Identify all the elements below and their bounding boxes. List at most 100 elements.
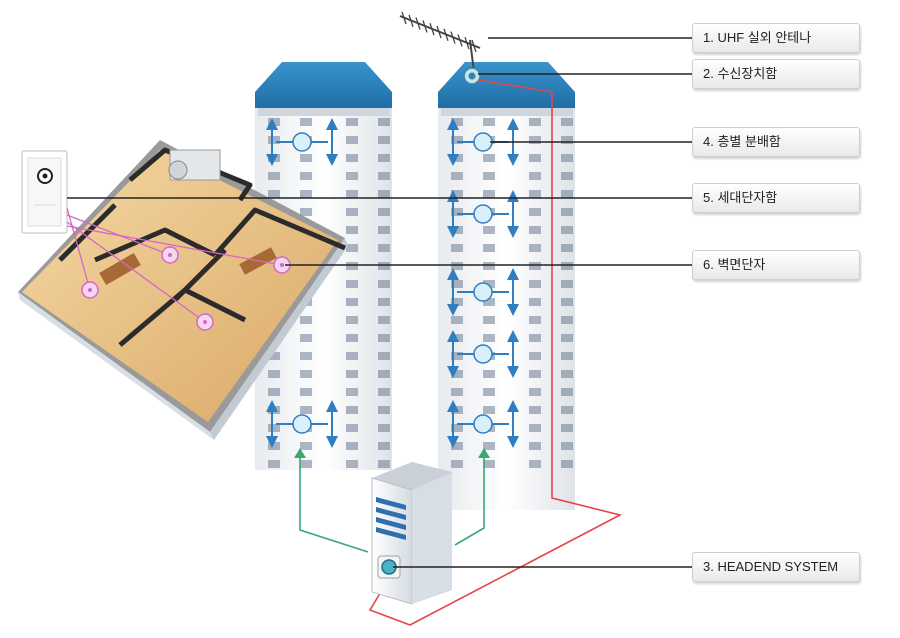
left-floor-distributors bbox=[266, 118, 338, 448]
antenna-element bbox=[415, 17, 421, 30]
label-wall-outlet: 6. 벽면단자 bbox=[692, 250, 860, 280]
green-arrow-left bbox=[294, 448, 306, 458]
window bbox=[346, 280, 358, 288]
window bbox=[268, 442, 280, 450]
antenna-element bbox=[464, 36, 470, 50]
antenna-element bbox=[401, 11, 407, 25]
window bbox=[561, 118, 573, 126]
distributor-node bbox=[292, 132, 312, 152]
window bbox=[378, 370, 390, 378]
window bbox=[300, 190, 312, 198]
window bbox=[346, 388, 358, 396]
window bbox=[346, 172, 358, 180]
window bbox=[268, 118, 280, 126]
window bbox=[483, 262, 495, 270]
window bbox=[268, 190, 280, 198]
window bbox=[561, 442, 573, 450]
window bbox=[378, 280, 390, 288]
window bbox=[529, 280, 541, 288]
window bbox=[346, 208, 358, 216]
window bbox=[378, 136, 390, 144]
window bbox=[561, 208, 573, 216]
window bbox=[378, 334, 390, 342]
right-apartment-building bbox=[438, 62, 575, 510]
window bbox=[529, 388, 541, 396]
label-uhf-antenna: 1. UHF 실외 안테나 bbox=[692, 23, 860, 53]
window bbox=[300, 154, 312, 162]
window bbox=[300, 442, 312, 450]
leader-lines bbox=[67, 37, 692, 568]
antenna-element bbox=[436, 25, 442, 39]
signal-red-line bbox=[368, 79, 623, 626]
label-household-terminal: 5. 세대단자함 bbox=[692, 183, 860, 213]
window bbox=[378, 424, 390, 432]
window bbox=[483, 406, 495, 414]
window bbox=[483, 190, 495, 198]
window bbox=[300, 370, 312, 378]
window bbox=[300, 316, 312, 324]
window bbox=[346, 262, 358, 270]
window bbox=[529, 136, 541, 144]
window bbox=[483, 280, 495, 288]
window bbox=[268, 406, 280, 414]
antenna-element bbox=[429, 22, 435, 36]
window bbox=[529, 406, 541, 414]
floor-distributor-icon bbox=[266, 400, 338, 448]
window bbox=[378, 352, 390, 360]
distributor-node bbox=[473, 132, 493, 152]
window bbox=[529, 352, 541, 360]
window bbox=[483, 244, 495, 252]
window bbox=[451, 262, 463, 270]
window bbox=[378, 388, 390, 396]
window bbox=[346, 226, 358, 234]
window bbox=[483, 442, 495, 450]
antenna-element bbox=[471, 39, 477, 53]
window bbox=[451, 388, 463, 396]
window bbox=[561, 460, 573, 468]
distributor-node bbox=[473, 282, 493, 302]
window bbox=[529, 154, 541, 162]
signal-green-lines bbox=[299, 455, 485, 553]
antenna-element bbox=[450, 31, 456, 44]
window bbox=[300, 208, 312, 216]
window bbox=[483, 118, 495, 126]
window bbox=[378, 190, 390, 198]
window bbox=[529, 460, 541, 468]
window bbox=[561, 244, 573, 252]
window bbox=[483, 226, 495, 234]
room-outlet-dot bbox=[203, 320, 207, 324]
label-receiver-box: 2. 수신장치함 bbox=[692, 59, 860, 89]
window bbox=[561, 316, 573, 324]
window bbox=[346, 406, 358, 414]
window bbox=[378, 154, 390, 162]
window bbox=[561, 424, 573, 432]
window bbox=[378, 226, 390, 234]
window bbox=[561, 280, 573, 288]
antenna-element bbox=[422, 20, 428, 33]
window bbox=[561, 298, 573, 306]
window bbox=[378, 118, 390, 126]
window bbox=[529, 208, 541, 216]
floor-distributor-icon bbox=[447, 400, 519, 448]
window bbox=[346, 136, 358, 144]
window bbox=[378, 406, 390, 414]
window bbox=[346, 316, 358, 324]
window bbox=[268, 388, 280, 396]
window bbox=[346, 460, 358, 468]
window bbox=[300, 406, 312, 414]
window bbox=[529, 172, 541, 180]
window bbox=[346, 298, 358, 306]
window bbox=[483, 172, 495, 180]
window bbox=[300, 118, 312, 126]
window bbox=[268, 424, 280, 432]
window bbox=[529, 226, 541, 234]
window bbox=[268, 370, 280, 378]
window bbox=[268, 172, 280, 180]
window bbox=[378, 262, 390, 270]
window bbox=[529, 316, 541, 324]
window bbox=[451, 172, 463, 180]
room-outlet-dot bbox=[88, 288, 92, 292]
window bbox=[529, 442, 541, 450]
window bbox=[483, 460, 495, 468]
